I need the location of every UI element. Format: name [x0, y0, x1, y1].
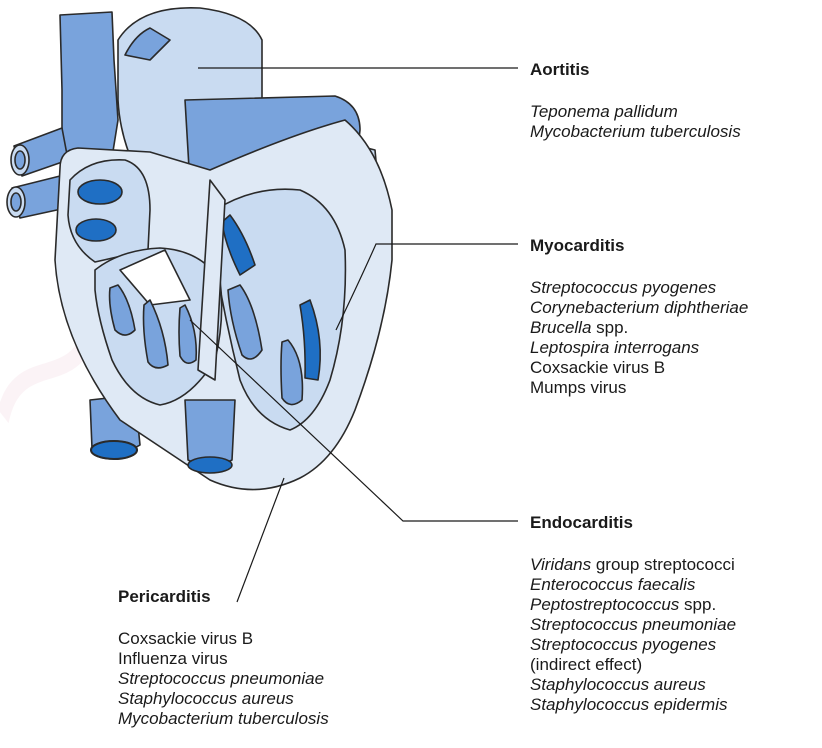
organism-text: Enterococcus faecalis	[530, 575, 695, 594]
organism-text: Leptospira interrogans	[530, 338, 699, 357]
aortitis-title: Aortitis	[530, 60, 741, 80]
organism-text: Streptococcus pyogenes	[530, 635, 716, 654]
organism-item: Peptostreptococcus spp.	[530, 595, 736, 615]
superior-vena-cava	[60, 12, 118, 170]
organism-text: Streptococcus pyogenes	[530, 278, 716, 297]
organism-item: Staphylococcus epidermis	[530, 695, 736, 715]
organism-item: (indirect effect)	[530, 655, 736, 675]
organism-item: Streptococcus pneumoniae	[530, 615, 736, 635]
ra-opening-1	[78, 180, 122, 204]
organism-text: spp.	[591, 318, 628, 337]
right-atrium	[68, 160, 150, 262]
organism-text: Mycobacterium tuberculosis	[530, 122, 741, 141]
endocarditis-title: Endocarditis	[530, 513, 736, 533]
organism-text: Staphylococcus aureus	[118, 689, 294, 708]
organism-item: Streptococcus pyogenes	[530, 278, 748, 298]
organism-text: (indirect effect)	[530, 655, 642, 674]
organism-item: Staphylococcus aureus	[530, 675, 736, 695]
pericarditis-leader	[237, 478, 284, 602]
endocarditis-label: Endocarditis Viridans group streptococci…	[530, 513, 736, 715]
organism-text: Peptostreptococcus	[530, 595, 679, 614]
organism-text: Brucella	[530, 318, 591, 337]
organism-item: Coxsackie virus B	[530, 358, 748, 378]
organism-text: Coxsackie virus B	[530, 358, 665, 377]
pericarditis-title: Pericarditis	[118, 587, 329, 607]
organism-text: Coxsackie virus B	[118, 629, 253, 648]
organism-text: Staphylococcus epidermis	[530, 695, 727, 714]
organism-item: Influenza virus	[118, 649, 329, 669]
organism-text: Streptococcus pneumoniae	[530, 615, 736, 634]
organism-text: Corynebacterium diphtheriae	[530, 298, 748, 317]
organism-text: Teponema pallidum	[530, 102, 678, 121]
organism-text: spp.	[679, 595, 716, 614]
organism-item: Mycobacterium tuberculosis	[118, 709, 329, 729]
organism-item: Leptospira interrogans	[530, 338, 748, 358]
organism-item: Staphylococcus aureus	[118, 689, 329, 709]
organism-text: Viridans	[530, 555, 591, 574]
organism-text: Staphylococcus aureus	[530, 675, 706, 694]
organism-item: Mumps virus	[530, 378, 748, 398]
organism-item: Corynebacterium diphtheriae	[530, 298, 748, 318]
organism-item: Coxsackie virus B	[118, 629, 329, 649]
descending-aorta	[185, 400, 235, 466]
organism-item: Streptococcus pyogenes	[530, 635, 736, 655]
myocarditis-title: Myocarditis	[530, 236, 748, 256]
organism-item: Streptococcus pneumoniae	[118, 669, 329, 689]
organism-item: Teponema pallidum	[530, 102, 741, 122]
descending-aorta-opening	[188, 457, 232, 473]
organism-item: Brucella spp.	[530, 318, 748, 338]
organism-item: Viridans group streptococci	[530, 555, 736, 575]
organism-text: Mumps virus	[530, 378, 626, 397]
organism-text: Influenza virus	[118, 649, 228, 668]
ra-opening-2	[76, 219, 116, 241]
organism-text: group streptococci	[591, 555, 735, 574]
organism-text: Mycobacterium tuberculosis	[118, 709, 329, 728]
organism-text: Streptococcus pneumoniae	[118, 669, 324, 688]
organism-item: Mycobacterium tuberculosis	[530, 122, 741, 142]
organism-item: Enterococcus faecalis	[530, 575, 736, 595]
